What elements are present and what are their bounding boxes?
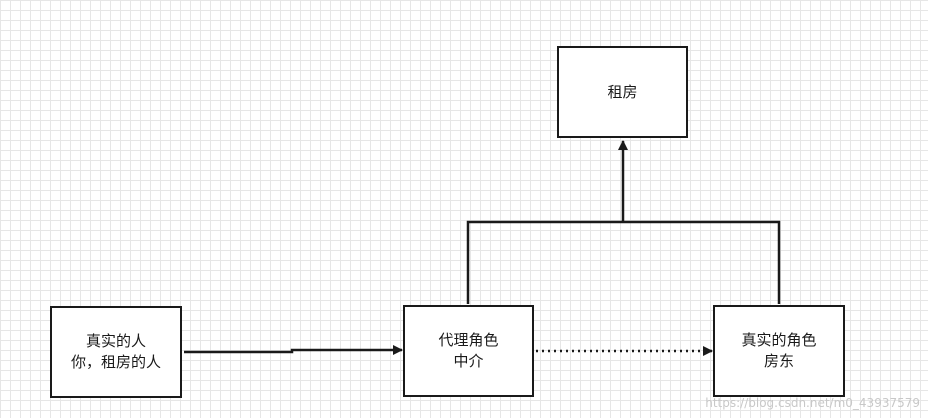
- node-landlord-label-line1: 真实的角色: [741, 331, 817, 349]
- node-landlord-label-line2: 房东: [763, 352, 794, 370]
- node-rent-label: 租房: [607, 82, 638, 101]
- node-landlord[interactable]: 真实的角色 房东: [713, 305, 845, 397]
- node-rent[interactable]: 租房: [557, 46, 688, 138]
- watermark-text: https://blog.csdn.net/m0_43937579: [705, 396, 920, 410]
- edge-proxy-to-rent-joined: [466, 220, 781, 304]
- node-tenant-label-line2: 你，租房的人: [70, 353, 161, 371]
- node-tenant-label-line1: 真实的人: [85, 332, 146, 350]
- edge-tenant-to-proxy: [184, 345, 403, 355]
- node-tenant[interactable]: 真实的人 你，租房的人: [50, 306, 182, 398]
- node-proxy[interactable]: 代理角色 中介: [403, 305, 534, 397]
- node-proxy-label-line1: 代理角色: [438, 331, 499, 349]
- node-proxy-label-line2: 中介: [453, 352, 484, 370]
